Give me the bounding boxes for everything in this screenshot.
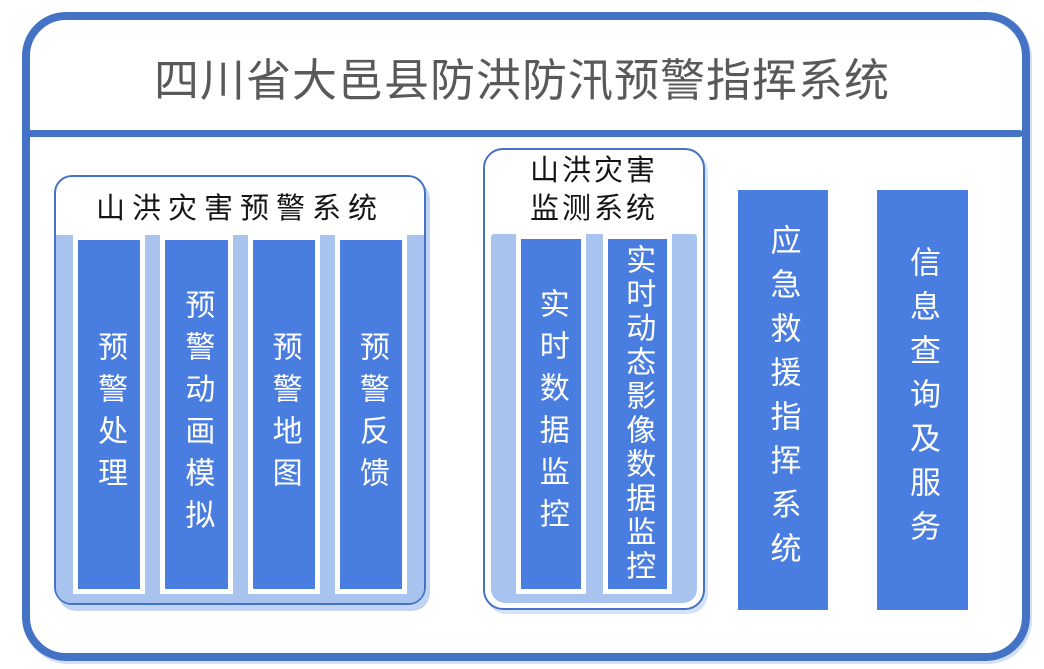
flood-monitoring-panel-title: 山洪灾害 监测系统 [485,150,703,232]
panel-title-line: 山洪灾害 [529,155,658,188]
bar-label: 预警动画模拟 [180,288,214,541]
bar-warning-processing: 预警处理 [73,235,146,594]
bar-label: 实时数据监控 [534,288,568,540]
panel-title-line: 监测系统 [529,193,658,225]
page-title: 四川省大邑县防洪防汛预警指挥系统 [153,55,890,106]
bar-label: 应急救援指挥系统 [765,224,801,576]
bar-label: 预警反馈 [354,330,388,499]
flood-monitoring-panel-body: 实时数据监控 实时动态影像数据监控 [491,234,697,603]
outer-frame [22,12,1030,661]
bar-emergency-rescue-command-system: 应急救援指挥系统 [738,190,828,610]
bar-label: 信息查询及服务 [905,246,940,554]
bar-label: 预警处理 [93,330,127,499]
flood-warning-panel-body: 预警处理 预警动画模拟 预警地图 预警反馈 [56,235,424,603]
bar-information-query-and-services: 信息查询及服务 [877,190,968,610]
bar-warning-map: 预警地图 [247,235,320,594]
flood-monitoring-panel: 山洪灾害 监测系统 实时数据监控 实时动态影像数据监控 [483,148,705,610]
bar-warning-feedback: 预警反馈 [334,235,407,594]
bar-warning-animation-simulation: 预警动画模拟 [160,235,233,594]
bar-realtime-data-monitoring: 实时数据监控 [516,234,586,594]
bar-label: 实时动态影像数据监控 [621,244,655,584]
flood-warning-panel: 山洪灾害预警系统 预警处理 预警动画模拟 预警地图 预警反馈 [54,175,426,605]
bar-label: 预警地图 [267,330,301,499]
flood-warning-panel-title: 山洪灾害预警系统 [95,193,384,225]
bar-realtime-dynamic-image-data-monitoring: 实时动态影像数据监控 [602,234,672,594]
title-divider-line [26,130,1023,137]
